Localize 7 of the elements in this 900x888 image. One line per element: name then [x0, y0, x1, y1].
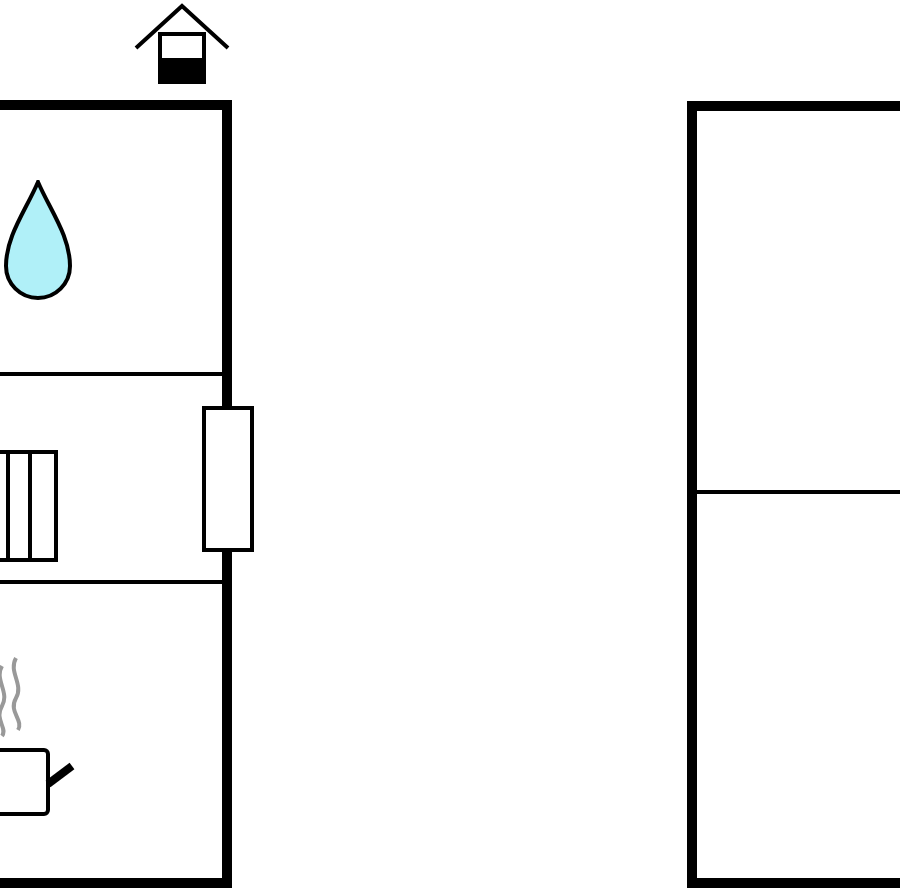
floor-plan [686, 100, 900, 888]
house-icon [134, 2, 230, 86]
cooking-pot-icon [0, 656, 76, 818]
window-symbol [202, 406, 254, 552]
water-drop-icon [4, 180, 72, 302]
radiator-icon [0, 450, 58, 562]
floor-plan [0, 100, 232, 888]
